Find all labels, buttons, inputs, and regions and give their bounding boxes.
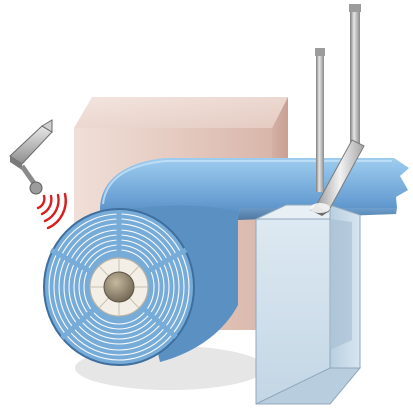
material-roll: [44, 205, 238, 365]
collection-chute: [256, 205, 360, 404]
roll-core: [104, 272, 134, 302]
signal-waves: [38, 194, 66, 228]
distance-sensor-icon: [10, 120, 52, 194]
